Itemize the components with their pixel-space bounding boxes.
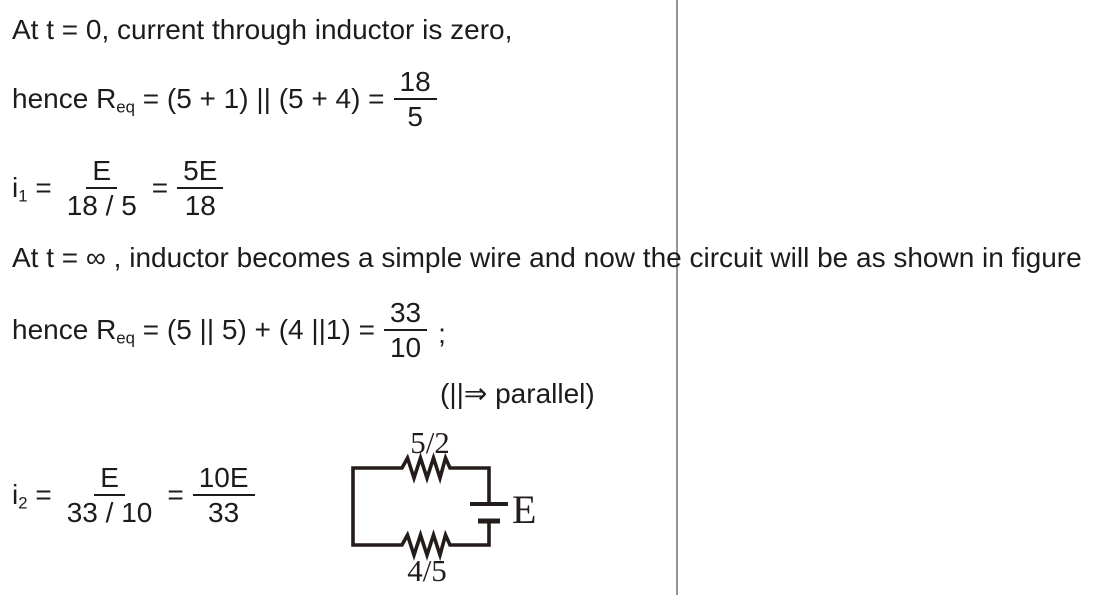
eq-middle: = (5 + 1) || (5 + 4) =	[134, 83, 385, 114]
eq-prefix: hence R	[12, 83, 117, 114]
equation-i2: i2 = E 33 / 10 = 10E 33	[12, 462, 264, 528]
fraction-denominator: 33	[208, 496, 240, 528]
fraction-18-over-5: 18 5	[393, 66, 437, 132]
fraction-numerator: 33	[383, 297, 428, 331]
fraction-denominator: 18 / 5	[66, 189, 137, 221]
statement-t-infinity: At t = ∞ , inductor becomes a simple wir…	[12, 242, 1082, 273]
equation-text: hence Req = (5 + 1) || (5 + 4) =	[12, 83, 385, 117]
i-symbol: i	[12, 479, 19, 510]
battery-label: E	[512, 487, 536, 532]
fraction-5e-over-18: 5E 18	[177, 155, 224, 221]
fraction-numerator: 18	[393, 66, 437, 100]
equation-req-t0: hence Req = (5 + 1) || (5 + 4) = 18 5	[12, 64, 446, 134]
equation-text: hence Req = (5 || 5) + (4 ||1) =	[12, 314, 375, 348]
bottom-resistor-label: 4/5	[407, 553, 447, 588]
equation-req-t-infinity: hence Req = (5 || 5) + (4 ||1) = 33 10 ;	[12, 297, 446, 363]
fraction-denominator: 10	[389, 331, 422, 363]
fraction-denominator: 18	[184, 189, 216, 221]
i-symbol: i	[12, 172, 19, 203]
eq-middle: = (5 || 5) + (4 ||1) =	[134, 314, 375, 345]
fraction-denominator: 5	[407, 100, 423, 132]
fraction-numerator: 5E	[177, 155, 224, 189]
equation-i1: i1 = E 18 / 5 = 5E 18	[12, 155, 232, 221]
fraction-10e-over-33: 10E 33	[192, 462, 255, 528]
fraction-33-over-10: 33 10	[383, 297, 428, 363]
equation-text: i2 =	[12, 479, 52, 513]
fraction-denominator: 33 / 10	[66, 496, 153, 528]
i-subscript: 1	[18, 186, 28, 206]
parallel-note: (||⇒ parallel)	[440, 378, 595, 409]
equals-sign: =	[27, 172, 52, 203]
fraction-numerator: E	[86, 155, 118, 189]
fraction-e-over-33-10: E 33 / 10	[61, 462, 159, 528]
equals-sign: =	[151, 172, 169, 203]
top-resistor-label: 5/2	[410, 425, 450, 460]
column-divider-line	[676, 0, 678, 595]
i-subscript: 2	[18, 493, 28, 513]
req-subscript: eq	[116, 97, 135, 117]
eq-prefix: hence R	[12, 314, 117, 345]
fraction-numerator: 10E	[192, 462, 255, 496]
fraction-e-over-18-5: E 18 / 5	[61, 155, 143, 221]
equals-sign: =	[167, 479, 184, 510]
statement-initial-condition: At t = 0, current through inductor is ze…	[12, 14, 513, 45]
circuit-wires-and-resistors	[351, 452, 491, 562]
semicolon: ;	[438, 318, 446, 349]
req-subscript: eq	[116, 328, 135, 348]
fraction-numerator: E	[94, 462, 125, 496]
equals-sign: =	[27, 479, 52, 510]
circuit-diagram: 5/2 4/5 E	[351, 425, 536, 588]
equation-text: i1 =	[12, 172, 52, 206]
